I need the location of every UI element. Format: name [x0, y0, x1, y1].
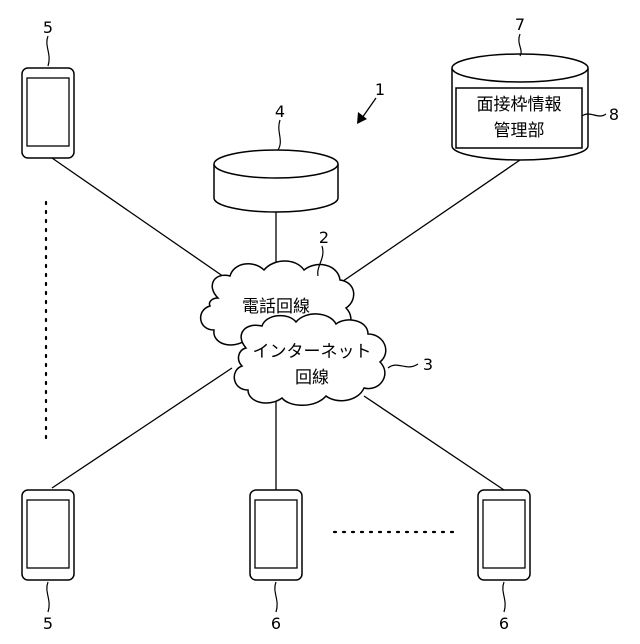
leader-6-right — [503, 582, 505, 612]
leader-5-bottom — [47, 582, 49, 612]
link-terminal6-right — [364, 396, 504, 490]
numeral-2: 2 — [319, 228, 329, 247]
numeral-6-middle: 6 — [271, 614, 281, 633]
numeral-3: 3 — [423, 355, 433, 374]
leader-7 — [519, 34, 521, 56]
internet-network-label-line1: インターネット — [253, 342, 372, 362]
numeral-7: 7 — [515, 15, 525, 34]
numeral-5-bottom: 5 — [43, 614, 53, 633]
terminal-6-right — [478, 490, 530, 580]
management-label-line2: 管理部 — [494, 121, 545, 141]
numeral-4: 4 — [275, 102, 285, 121]
numeral-8: 8 — [609, 105, 619, 124]
leader-6-mid — [275, 582, 277, 612]
internet-network-label-line2: 回線 — [295, 368, 329, 388]
server-cylinder — [214, 150, 338, 212]
leader-3 — [388, 364, 418, 368]
numeral-1: 1 — [375, 80, 385, 99]
link-terminal5-bottom — [52, 368, 232, 488]
numeral-5-top: 5 — [43, 18, 53, 37]
link-terminal5-top — [52, 158, 240, 288]
telephone-network-label: 電話回線 — [242, 297, 310, 317]
link-database — [330, 160, 520, 290]
leader-4 — [278, 120, 280, 150]
terminal-6-middle — [250, 490, 302, 580]
terminal-5-bottom — [22, 490, 74, 580]
leader-5-top — [47, 36, 49, 66]
numeral-6-right: 6 — [499, 614, 509, 633]
terminal-5-top — [22, 68, 74, 158]
management-label-line1: 面接枠情報 — [477, 95, 562, 115]
arrow-icon — [357, 98, 376, 124]
